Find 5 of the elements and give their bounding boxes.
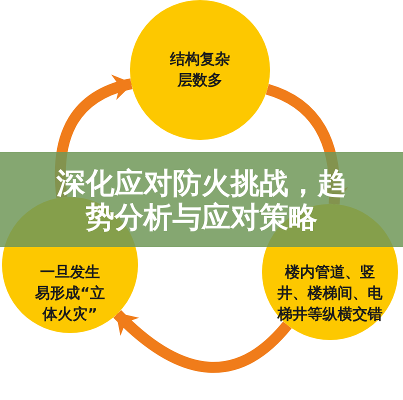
node-text: 结构复杂层数多	[168, 49, 231, 91]
node-text: 楼内管道、竖井、楼梯间、电梯井等纵横交错	[276, 262, 384, 324]
title-banner: 深化应对防火挑战，趋势分析与应对策略	[0, 152, 403, 247]
node-text: 一旦发生易形成“立体火灾”	[35, 262, 105, 324]
curved-arrow	[113, 310, 292, 373]
